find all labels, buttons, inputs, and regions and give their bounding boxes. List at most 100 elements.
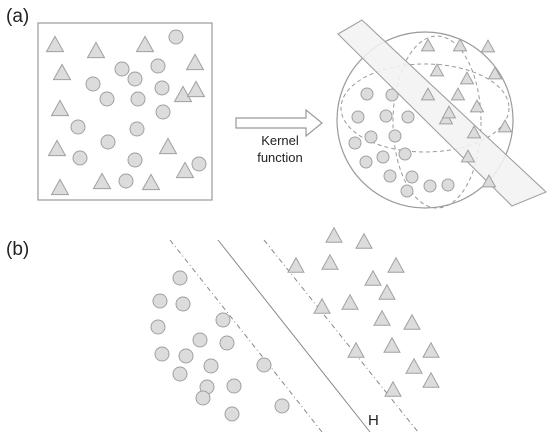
circle-sample xyxy=(127,152,143,168)
triangle-sample xyxy=(452,38,468,52)
sphere-left-markers xyxy=(348,87,455,198)
triangle-sample xyxy=(487,66,503,80)
triangle-sample xyxy=(466,125,482,139)
circle-sample xyxy=(118,173,134,189)
triangle-sample xyxy=(481,174,497,188)
triangle-sample xyxy=(173,85,193,103)
circle-sample xyxy=(195,390,211,406)
circle-sample xyxy=(150,58,166,74)
triangle-sample xyxy=(47,139,67,157)
circle-sample xyxy=(351,110,365,124)
panel-b-markers xyxy=(150,226,440,422)
triangle-sample xyxy=(383,336,401,353)
input-space-markers xyxy=(45,29,207,196)
circle-sample xyxy=(154,346,170,362)
triangle-sample xyxy=(373,309,391,326)
sphere-right-markers xyxy=(420,38,513,188)
triangle-sample xyxy=(45,35,65,53)
circle-sample xyxy=(129,121,145,137)
panel-a-label: (a) xyxy=(6,6,29,27)
triangle-sample xyxy=(460,149,476,163)
triangle-sample xyxy=(420,38,436,52)
triangle-sample xyxy=(86,41,106,59)
separating-plane xyxy=(337,19,548,207)
triangle-sample xyxy=(92,172,112,190)
circle-sample xyxy=(215,312,231,328)
triangle-sample xyxy=(420,87,436,101)
circle-sample xyxy=(154,80,170,96)
triangle-sample xyxy=(441,105,457,119)
circle-sample xyxy=(150,319,166,335)
triangle-sample xyxy=(175,161,195,179)
circle-sample xyxy=(383,169,397,183)
triangle-sample xyxy=(185,53,205,71)
circle-sample xyxy=(388,129,402,143)
triangle-sample xyxy=(405,357,423,374)
triangle-sample xyxy=(459,71,475,85)
triangle-sample xyxy=(422,341,440,358)
circle-sample xyxy=(219,335,235,351)
separation-lines xyxy=(169,239,419,433)
triangle-sample xyxy=(355,232,373,249)
arrow-shape xyxy=(235,108,323,138)
circle-sample xyxy=(360,87,374,101)
circle-sample xyxy=(127,71,143,87)
sphere-meridian xyxy=(392,35,482,209)
triangle-sample xyxy=(135,35,155,53)
circle-sample xyxy=(376,150,390,164)
circle-sample xyxy=(348,136,362,150)
triangle-sample xyxy=(341,293,359,310)
sphere-equator xyxy=(340,63,510,153)
circle-sample xyxy=(274,398,290,414)
circle-sample xyxy=(256,357,272,373)
circle-sample xyxy=(226,378,242,394)
circle-sample xyxy=(130,91,146,107)
triangle-sample xyxy=(429,63,445,77)
circle-sample xyxy=(172,270,188,286)
circle-sample xyxy=(70,119,86,135)
circle-sample xyxy=(175,296,191,312)
circle-sample xyxy=(203,358,219,374)
circle-sample xyxy=(379,109,393,123)
margin-line-left xyxy=(169,239,323,433)
circle-sample xyxy=(155,104,171,120)
circle-sample xyxy=(72,150,88,166)
circle-sample xyxy=(192,332,208,348)
triangle-sample xyxy=(422,371,440,388)
circle-sample xyxy=(441,178,455,192)
circle-sample xyxy=(224,406,240,422)
triangle-sample xyxy=(325,226,343,243)
hyperplane-label: H xyxy=(368,412,379,429)
panel-b-label: (b) xyxy=(6,239,29,260)
triangle-sample xyxy=(403,313,421,330)
kernel-arrow xyxy=(235,108,323,138)
triangle-sample xyxy=(497,119,513,133)
circle-sample xyxy=(359,155,373,169)
circle-sample xyxy=(405,170,419,184)
circle-sample xyxy=(114,61,130,77)
feature-space-sphere xyxy=(336,19,548,209)
circle-sample xyxy=(423,179,437,193)
circle-sample xyxy=(100,134,116,150)
triangle-sample xyxy=(50,99,70,117)
triangle-sample xyxy=(347,341,365,358)
circle-sample xyxy=(398,147,412,161)
hyperplane-line xyxy=(217,239,371,433)
circle-sample xyxy=(85,76,101,92)
circle-sample xyxy=(178,348,194,364)
triangle-sample xyxy=(52,63,72,81)
circle-sample xyxy=(385,88,399,102)
margin-line-right xyxy=(263,239,419,433)
triangle-sample xyxy=(158,137,178,155)
triangle-sample xyxy=(387,256,405,273)
triangle-sample xyxy=(141,173,161,191)
triangle-sample xyxy=(186,80,206,98)
triangle-sample xyxy=(469,99,485,113)
circle-sample xyxy=(99,91,115,107)
circle-sample xyxy=(401,110,415,124)
circle-sample xyxy=(400,184,414,198)
triangle-sample xyxy=(364,269,382,286)
kernel-label-line1: Kernel xyxy=(261,133,299,148)
circle-sample xyxy=(364,130,378,144)
